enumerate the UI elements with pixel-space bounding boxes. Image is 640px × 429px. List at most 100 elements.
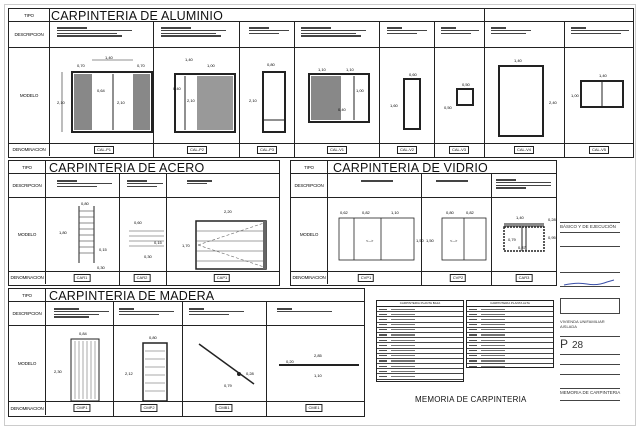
svg-text:2,12: 2,12 [125,371,134,376]
acero-title: CARPINTERIA DE ACERO [49,161,205,175]
descripcion-label: DESCRIPCION [9,173,46,197]
memo-title: MEMORIA DE CARPINTERIA [415,395,527,404]
schedule-title: CARPINTERIA PLANTA ALTA [467,301,553,307]
plan-title: MEMORIA DE CARPINTERIA [560,390,621,395]
svg-text:2,85: 2,85 [314,353,323,358]
tag-cal-p1: CAL-P1 [93,146,115,154]
svg-text:0,82: 0,82 [466,210,475,215]
svg-text:0,40: 0,40 [173,86,182,91]
descripcion-label: DESCRIPCION [9,21,50,47]
svg-text:1,60: 1,60 [390,103,399,108]
svg-text:0,60: 0,60 [409,72,418,77]
svg-text:1,40: 1,40 [599,73,608,78]
signature [563,279,615,286]
svg-text:0,50: 0,50 [444,105,453,110]
denominacion-label: DENOMINACION [9,143,50,156]
modelo-label: MODELO [9,47,50,143]
description-text [387,26,432,35]
svg-text:0,40: 0,40 [338,107,347,112]
glass-drawing-cvp2: <--> 0,80 0,82 1,50 [426,210,487,261]
svg-text:<-->: <--> [366,238,374,243]
vidrio-title: CARPINTERIA DE VIDRIO [333,161,488,175]
tag-cal-v4: CAL-V4 [513,146,535,154]
title-block: BÁSICO Y DE EJECUCIÓN VIVIENDA UNIFAMILI… [560,4,632,424]
description-text [277,307,337,314]
tipo-label: TIPO [291,161,328,173]
svg-text:0,15: 0,15 [99,247,108,252]
svg-text:0,28: 0,28 [246,371,255,376]
tag-cmp1: CMP1 [73,404,91,412]
svg-text:0,70: 0,70 [137,63,146,68]
tag-cal-v2: CAL-V2 [396,146,418,154]
svg-text:0,15: 0,15 [154,240,163,245]
descripcion-label: DESCRIPCION [291,173,328,197]
svg-text:2,10: 2,10 [57,100,66,105]
tag-cme1: CME1 [305,404,323,412]
glass-drawing-cvp1: <--> 0,62 0,82 1,10 1,50 [338,210,425,261]
glass-drawing-car3: 1,40 0,28 0,79 0,95 0,87 [503,215,557,252]
svg-text:0,30: 0,30 [97,265,106,270]
modelo-label: MODELO [291,197,328,271]
vidrio-table: TIPO CARPINTERIA DE VIDRIO DESCRIPCION M… [290,160,557,286]
project-name: VIVIENDA UNIFAMILIAR AISLADA [560,319,605,329]
schedule-title: CARPINTERIA PLANTA BAJA [377,301,463,307]
description-text [57,179,117,188]
description-text [571,26,631,35]
svg-text:0,82: 0,82 [362,210,371,215]
stair-drawing-car1: 0,80 1,80 0,15 0,30 [59,201,108,270]
svg-text:1,40: 1,40 [105,55,114,60]
description-text [161,26,231,38]
schedule-planta-alta: CARPINTERIA PLANTA ALTA [466,300,554,368]
description-text [54,307,109,319]
svg-text:0,80: 0,80 [446,210,455,215]
tipo-label: TIPO [9,289,46,301]
svg-text:0,79: 0,79 [224,383,233,388]
aluminio-title: CARPINTERIA DE ALUMINIO [51,9,223,23]
denominacion-label: DENOMINACION [9,401,46,415]
tag-cal-v5: CAL-V5 [588,146,610,154]
door-drawing-cmp1: 0,84 2,30 [54,331,100,402]
svg-text:1,00: 1,00 [207,63,216,68]
acero-table: TIPO CARPINTERIA DE ACERO DESCRIPCION MO… [8,160,280,286]
tag-cal-v1: CAL-V1 [326,146,348,154]
window-drawing-cal-v1: 1,10 1,10 1,00 0,40 [308,67,370,123]
denominacion-label: DENOMINACION [291,271,328,284]
window-drawing-cal-p1: 1,40 0,70 0,70 0,64 2,10 2,10 [57,55,153,133]
tag-cvp2: CVP2 [449,274,467,282]
stamp-box [560,298,620,314]
svg-text:0,79: 0,79 [508,237,517,242]
svg-text:1,10: 1,10 [346,67,355,72]
madera-table: TIPO CARPINTERIA DE MADERA DESCRIPCION M… [8,288,365,417]
description-text [441,26,481,35]
tag-cal-v3: CAL-V3 [448,146,470,154]
svg-text:0,84: 0,84 [79,331,88,336]
svg-text:0,87: 0,87 [518,245,527,250]
description-text [189,307,249,316]
schedule-planta-baja: CARPINTERIA PLANTA BAJA [376,300,464,382]
svg-text:1,40: 1,40 [514,58,523,63]
svg-text:1,10: 1,10 [318,67,327,72]
tag-car1: CAR1 [73,274,91,282]
tag-cvp1: CVP1 [357,274,375,282]
window-drawing-cal-p2: 1,40 1,00 0,40 2,10 [173,57,236,133]
madera-title: CARPINTERIA DE MADERA [49,289,215,303]
denominacion-label: DENOMINACION [9,271,46,284]
tag-car3: CAR3 [515,274,533,282]
svg-text:0,80: 0,80 [267,62,276,67]
description-text [361,179,401,183]
svg-text:0,20: 0,20 [286,359,295,364]
shelf-drawing-cme1: 2,85 0,20 1,10 [279,353,359,378]
description-text [301,26,371,38]
plan-number: 28 [572,340,584,351]
svg-text:1,10: 1,10 [391,210,400,215]
svg-text:1,80: 1,80 [59,230,68,235]
window-drawing-cal-v2: 0,60 1,60 [390,72,421,130]
window-drawing-cal-v4: 1,40 2,40 [498,58,558,137]
svg-text:0,60: 0,60 [134,220,143,225]
svg-text:0,28: 0,28 [548,217,557,222]
description-text [119,307,179,316]
svg-text:0,50: 0,50 [462,82,471,87]
aluminio-table: TIPO CARPINTERIA DE ALUMINIO DESCRIPCION… [8,8,634,158]
svg-text:1,00: 1,00 [356,88,365,93]
description-text [187,179,227,186]
